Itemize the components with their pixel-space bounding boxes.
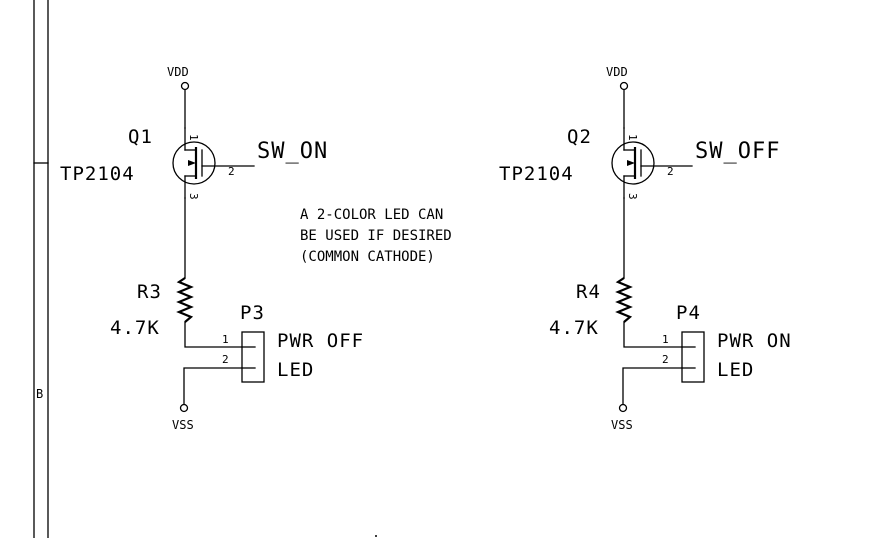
left-mosfet-q1: 1 2 3 [172, 127, 255, 200]
stray-dot [375, 535, 377, 537]
left-drain-pin: 1 [187, 134, 200, 141]
left-wire-to-pin1 [184, 321, 243, 348]
left-connector-body [241, 331, 265, 383]
right-conn-ref: P4 [676, 302, 701, 324]
left-circuit: VDD 1 2 3 Q1 TP2104 SW_ON R3 4.7K 1 [60, 65, 364, 432]
left-vss-label: VSS [172, 418, 194, 432]
right-connector-body [681, 331, 705, 383]
right-conn-pin1: 1 [662, 333, 669, 346]
right-q-ref: Q2 [567, 126, 592, 148]
right-mosfet-arrow [627, 160, 635, 166]
left-vdd-port [180, 81, 190, 91]
right-conn-label2: LED [717, 359, 754, 381]
left-conn-label2: LED [277, 359, 314, 381]
right-circuit: VDD 1 2 3 Q2 TP2104 SW_OFF R4 4.7K 1 [499, 65, 792, 432]
left-mosfet-body [172, 141, 216, 185]
note-line-1: A 2-COLOR LED CAN [300, 207, 443, 223]
right-vdd-port [619, 81, 629, 91]
left-conn-pin1: 1 [222, 333, 229, 346]
note-block: A 2-COLOR LED CAN BE USED IF DESIRED (CO… [300, 207, 452, 265]
left-vss-port [179, 403, 189, 413]
left-gate-pin: 2 [228, 165, 235, 178]
left-gate-net: SW_ON [257, 139, 328, 164]
right-resistor-r4 [615, 277, 633, 323]
right-r-ref: R4 [576, 281, 601, 303]
left-r-value: 4.7K [110, 317, 160, 339]
right-q-part: TP2104 [499, 163, 574, 185]
left-mosfet-arrow [188, 160, 196, 166]
left-source-pin: 3 [187, 193, 200, 200]
left-conn-pin2: 2 [222, 353, 229, 366]
left-wire-to-vss [183, 367, 243, 405]
left-q-ref: Q1 [128, 126, 153, 148]
right-mosfet-q2: 1 2 3 [611, 127, 693, 200]
left-q-part: TP2104 [60, 163, 135, 185]
note-line-2: BE USED IF DESIRED [300, 228, 452, 244]
right-wire-to-vss [622, 367, 683, 405]
right-vdd-label: VDD [606, 65, 628, 79]
right-mosfet-body [611, 141, 655, 185]
right-drain-pin: 1 [626, 134, 639, 141]
right-connector-p4 [681, 331, 705, 383]
left-resistor-r3 [176, 277, 194, 323]
right-wire-to-pin1 [623, 321, 683, 348]
note-line-3: (COMMON CATHODE) [300, 249, 435, 265]
right-gate-net: SW_OFF [695, 139, 780, 164]
right-conn-label1: PWR ON [717, 330, 792, 352]
left-conn-ref: P3 [240, 302, 265, 324]
right-vss-label: VSS [611, 418, 633, 432]
right-vss-port [618, 403, 628, 413]
right-conn-pin2: 2 [662, 353, 669, 366]
sheet-frame: B [33, 0, 49, 538]
right-r-value: 4.7K [549, 317, 599, 339]
right-gate-pin: 2 [667, 165, 674, 178]
left-connector-p3 [241, 331, 265, 383]
left-conn-label1: PWR OFF [277, 330, 364, 352]
right-source-pin: 3 [626, 193, 639, 200]
left-vdd-label: VDD [167, 65, 189, 79]
left-r-ref: R3 [137, 281, 162, 303]
frame-zone-label: B [36, 387, 43, 401]
